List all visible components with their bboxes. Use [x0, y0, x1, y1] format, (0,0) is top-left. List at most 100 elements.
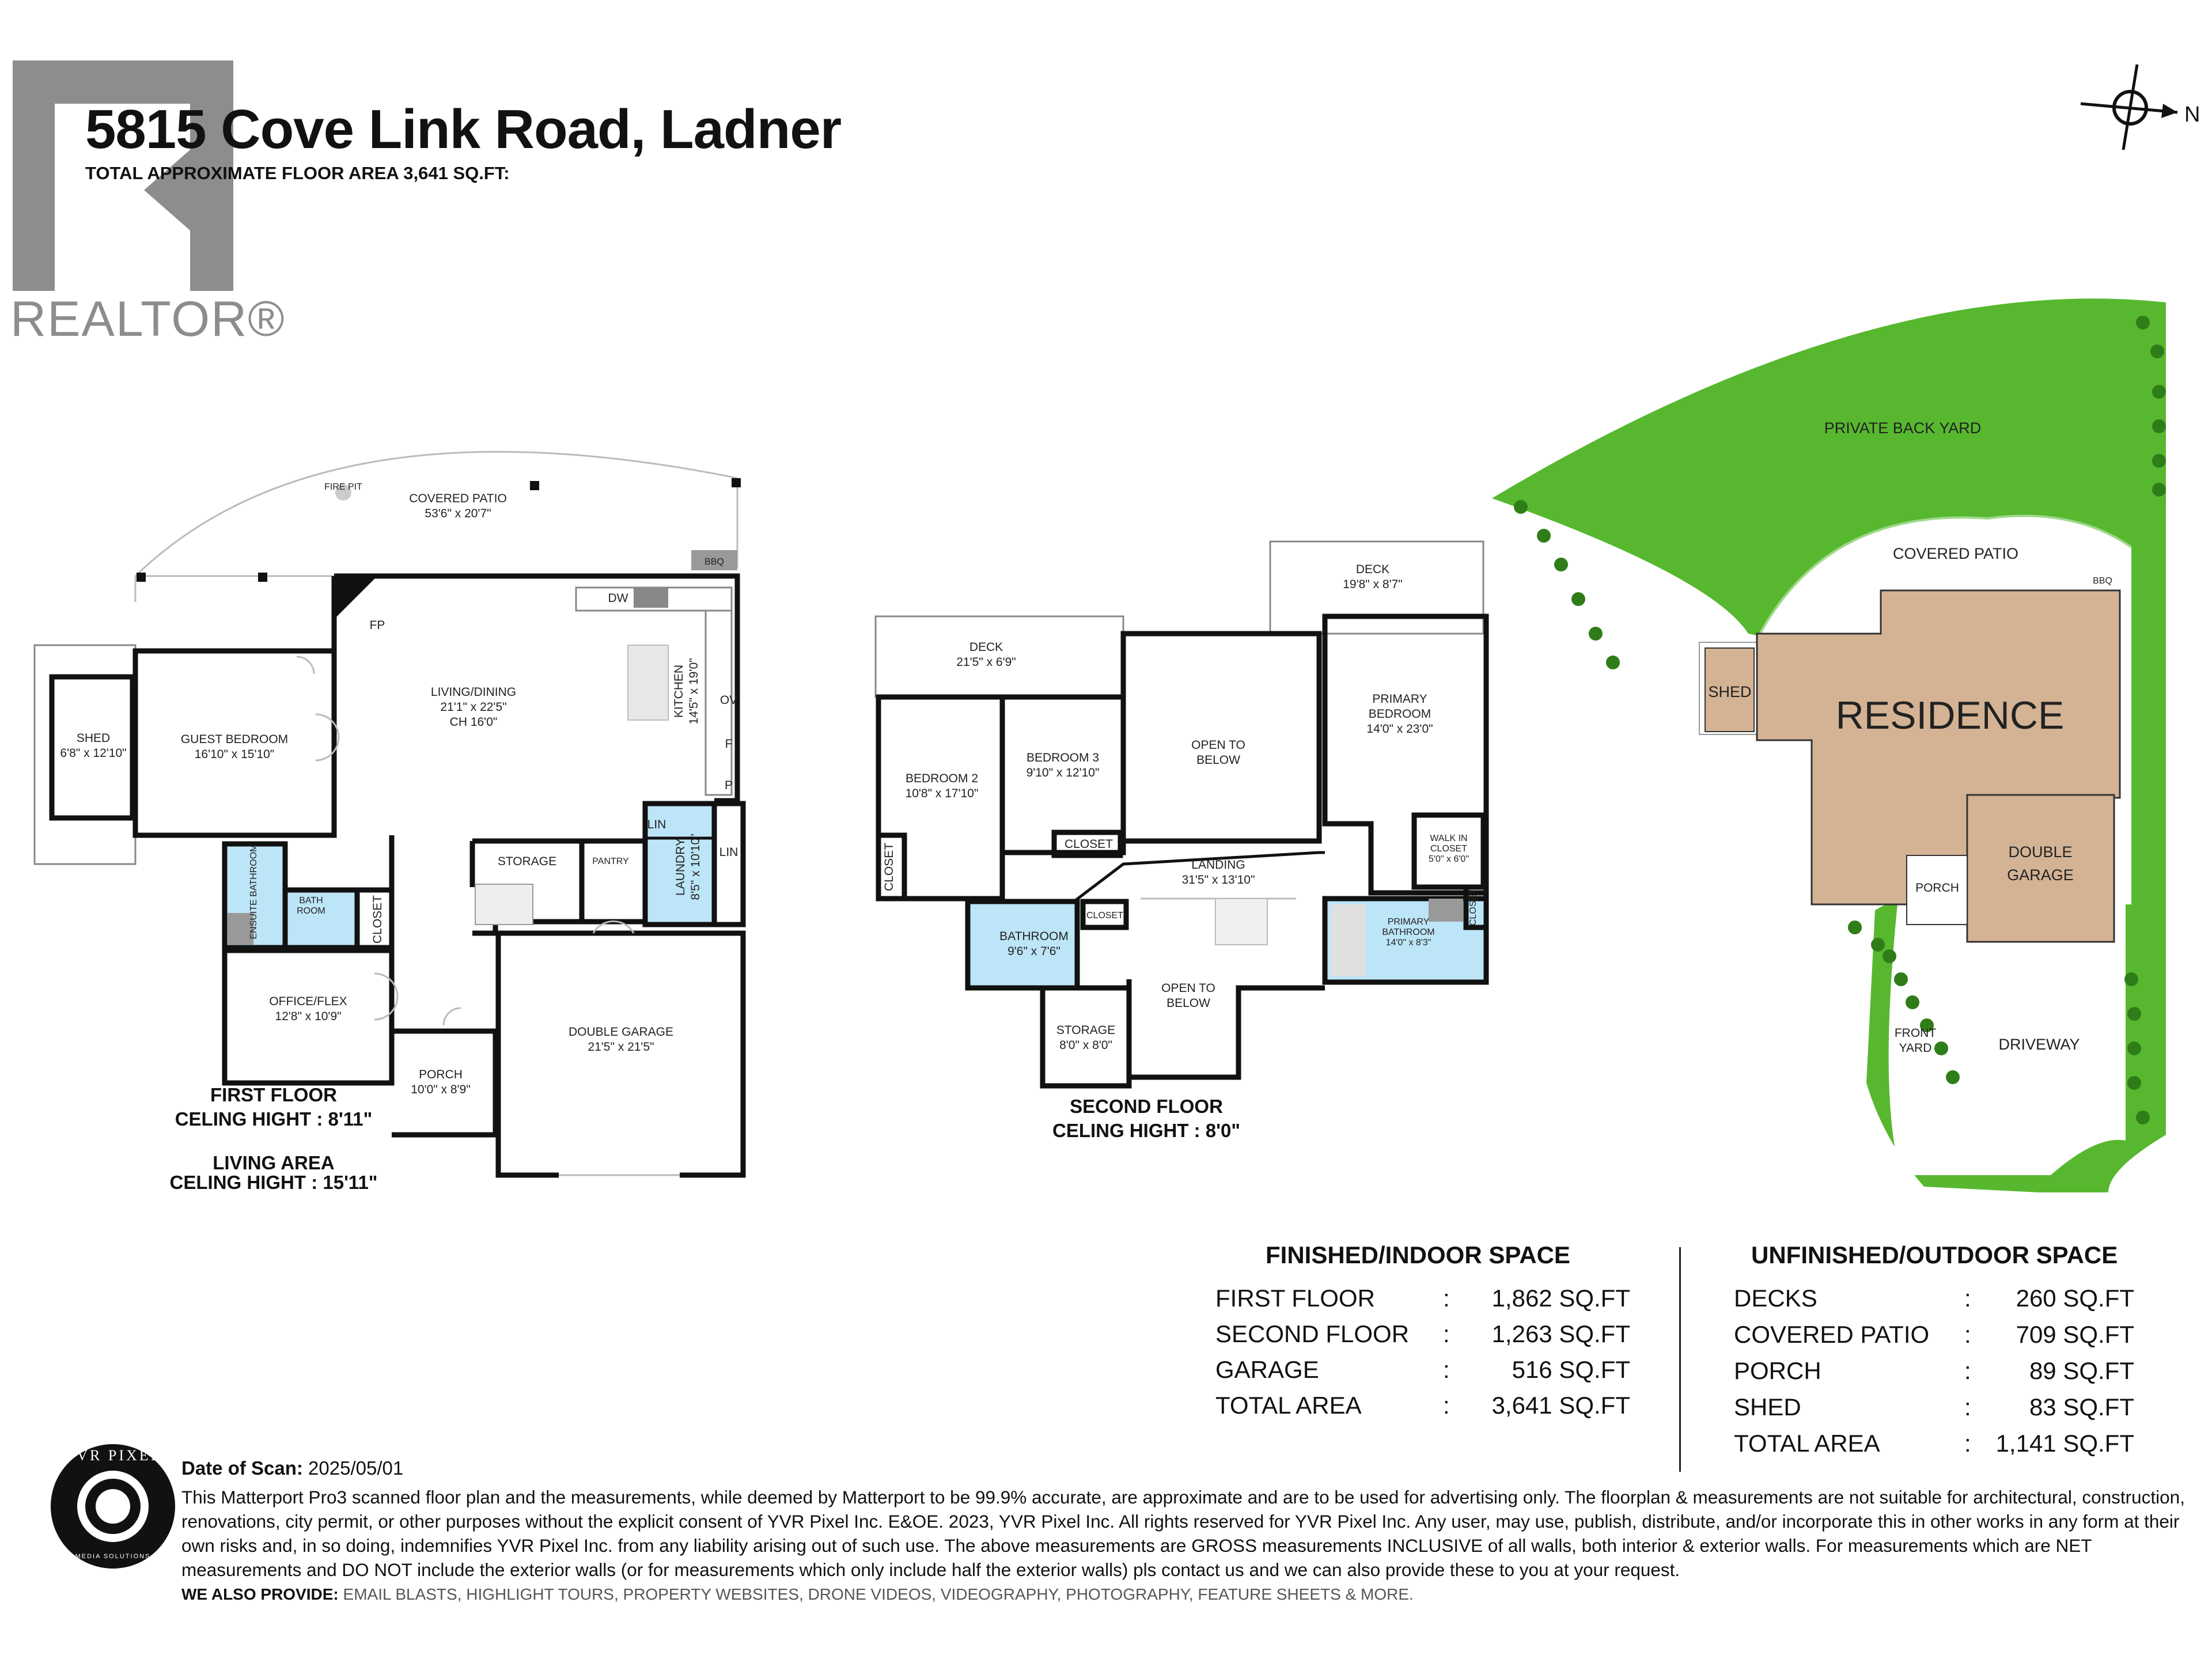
first-floor-ceiling: CELING HIGHT : 8'11" [175, 1108, 373, 1130]
site-bbq-label: BBQ [2093, 576, 2112, 586]
second-floor-caption: SECOND FLOOR CELING HIGHT : 8'0" [1025, 1094, 1267, 1143]
unfinished-row-value: 1,141 SQ.FT [1995, 1430, 2134, 1457]
ensuite-label: ENSUITE BATHROOM [249, 844, 259, 939]
unfinished-space-heading: UNFINISHED/OUTDOOR SPACE [1751, 1241, 2118, 1268]
date-of-scan: Date of Scan: 2025/05/01 [181, 1457, 403, 1479]
north-label: N [2184, 103, 2200, 127]
fireplace-label: FP [370, 619, 385, 632]
closet-4-label: CLOSET [1468, 889, 1478, 926]
we-also-provide: WE ALSO PROVIDE: EMAIL BLASTS, HIGHLIGHT… [181, 1585, 1414, 1604]
closet-label: CLOSET [371, 895, 384, 944]
first-floor-name: FIRST FLOOR [210, 1084, 337, 1105]
finished-row-value: 1,862 SQ.FT [1491, 1285, 1630, 1312]
unfinished-row-separator: : [1964, 1357, 1971, 1384]
unfinished-row-value: 709 SQ.FT [2016, 1321, 2134, 1348]
finished-space-heading: FINISHED/INDOOR SPACE [1266, 1241, 1570, 1268]
unfinished-row-label: DECKS [1734, 1285, 1817, 1312]
site-covered-patio-label: COVERED PATIO [1893, 545, 2018, 562]
unfinished-row-label: TOTAL AREA [1734, 1430, 1880, 1457]
finished-row-separator: : [1443, 1320, 1450, 1347]
pantry-p-label: P [725, 779, 733, 792]
finished-row-value: 1,263 SQ.FT [1491, 1320, 1630, 1347]
yvr-pixel-logo [51, 1444, 175, 1569]
fridge-label: F [725, 737, 733, 751]
storage-label: STORAGE [498, 855, 556, 868]
site-plan [1492, 298, 2166, 1192]
disclaimer-text: This Matterport Pro3 scanned floor plan … [181, 1487, 2185, 1580]
first-floor-plan [33, 450, 746, 1179]
fire-pit-label: FIRE PIT [324, 482, 362, 492]
linen-2-label: LIN [719, 846, 738, 859]
scan-label: Date of Scan: [181, 1457, 303, 1479]
realtor-logo-text: REALTOR® [10, 291, 286, 347]
unfinished-row-separator: : [1964, 1285, 1971, 1312]
finished-row-label: SECOND FLOOR [1215, 1320, 1410, 1347]
scan-date: 2025/05/01 [308, 1457, 404, 1479]
page-title: 5815 Cove Link Road, Ladner [85, 99, 842, 160]
yvr-logo-subtext: MEDIA SOLUTIONS [75, 1553, 151, 1560]
provide-label: WE ALSO PROVIDE: [181, 1585, 339, 1603]
finished-row-separator: : [1443, 1285, 1450, 1312]
finished-row-label: GARAGE [1215, 1356, 1319, 1383]
living-area-caption: LIVING AREA CELING HIGHT : 15'11" [132, 1151, 415, 1195]
private-back-yard-label: PRIVATE BACK YARD [1824, 419, 1982, 437]
driveway-label: DRIVEWAY [1998, 1036, 2080, 1053]
dishwasher-label: DW [608, 592, 628, 605]
unfinished-row-label: SHED [1734, 1393, 1801, 1421]
provide-list: EMAIL BLASTS, HIGHLIGHT TOURS, PROPERTY … [343, 1585, 1414, 1603]
bbq-label: BBQ [704, 557, 724, 567]
finished-row-separator: : [1443, 1356, 1450, 1383]
closet-1-label: CLOSET [882, 843, 896, 891]
closet-3-label: CLOSET [1086, 911, 1123, 921]
first-floor-caption: FIRST FLOOR CELING HIGHT : 8'11" [144, 1083, 403, 1131]
page-subtitle: TOTAL APPROXIMATE FLOOR AREA 3,641 SQ.FT… [85, 163, 510, 183]
unfinished-row-label: PORCH [1734, 1357, 1821, 1384]
finished-row-label: FIRST FLOOR [1215, 1285, 1375, 1312]
unfinished-row-label: COVERED PATIO [1734, 1321, 1930, 1348]
second-floor-name: SECOND FLOOR [1070, 1096, 1223, 1117]
residence-label: RESIDENCE [1836, 694, 2065, 737]
finished-row-label: TOTAL AREA [1215, 1392, 1362, 1419]
unfinished-row-value: 89 SQ.FT [2029, 1357, 2134, 1384]
living-area-ceiling: CELING HIGHT : 15'11" [169, 1172, 378, 1193]
north-arrow-icon [2080, 64, 2178, 150]
linen-1-label: LIN [647, 818, 666, 831]
yvr-logo-text: YVR PIXEL [63, 1447, 162, 1464]
oven-label: OV [720, 694, 737, 707]
finished-row-value: 3,641 SQ.FT [1491, 1392, 1630, 1419]
site-shed-label: SHED [1708, 683, 1751, 700]
site-porch-label: PORCH [1915, 881, 1959, 895]
pantry-label: PANTRY [592, 857, 629, 866]
table-divider [1679, 1247, 1681, 1472]
closet-2-label: CLOSET [1065, 838, 1113, 851]
finished-row-separator: : [1443, 1392, 1450, 1419]
second-floor-ceiling: CELING HIGHT : 8'0" [1052, 1120, 1241, 1141]
unfinished-row-separator: : [1964, 1321, 1971, 1348]
